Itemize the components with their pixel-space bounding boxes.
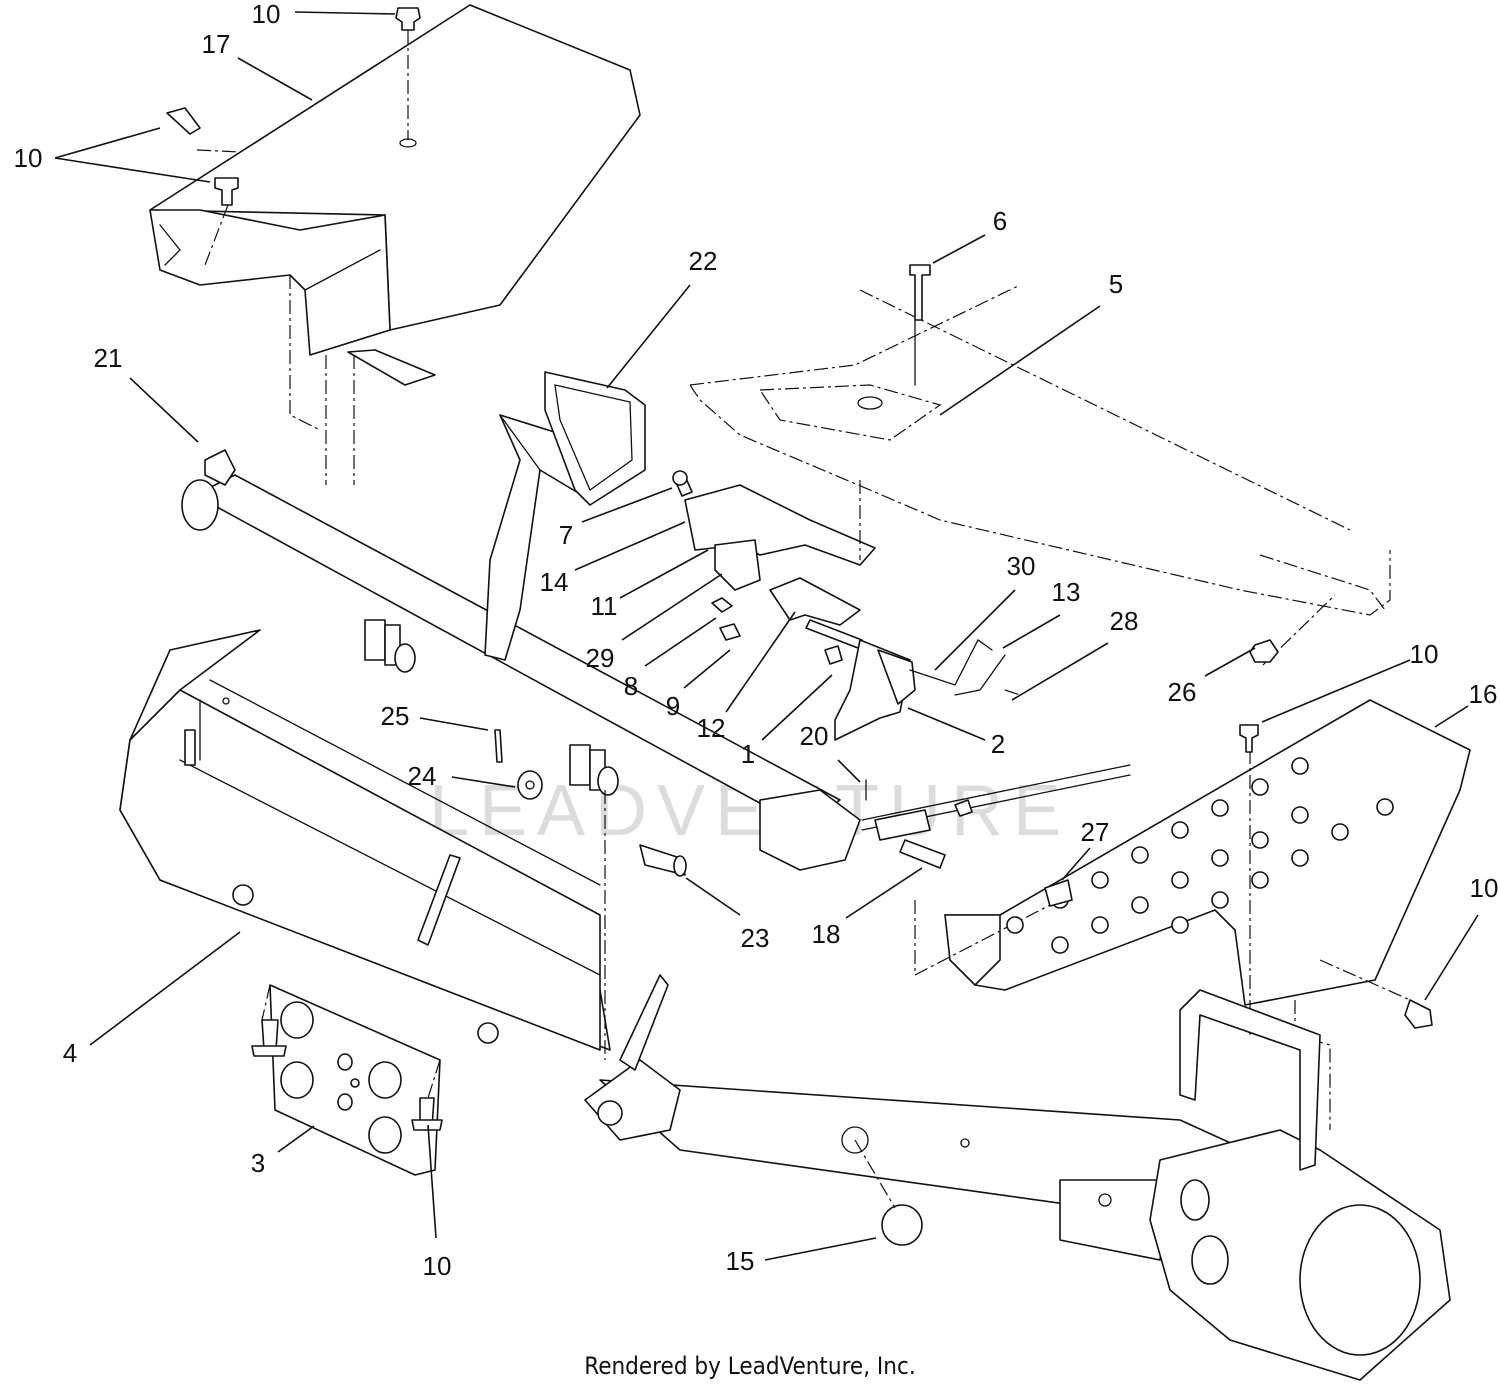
callout-16: 16 — [1469, 679, 1498, 709]
callout-24: 24 — [408, 761, 437, 791]
callout-10: 10 — [14, 143, 43, 173]
callout-5: 5 — [1109, 269, 1123, 299]
callout-30: 30 — [1007, 551, 1036, 581]
callout-25: 25 — [381, 701, 410, 731]
callout-10: 10 — [1470, 873, 1499, 903]
callout-12: 12 — [697, 713, 726, 743]
pedal-bracket — [672, 470, 1021, 741]
callout-9: 9 — [666, 691, 680, 721]
callout-21: 21 — [94, 343, 123, 373]
callout-23: 23 — [741, 923, 770, 953]
callout-14: 14 — [540, 567, 569, 597]
main-frame — [584, 974, 1451, 1381]
callout-15: 15 — [726, 1246, 755, 1276]
callout-labels: 1017102265217141129891213013282261016252… — [14, 0, 1499, 1281]
callout-10: 10 — [1410, 639, 1439, 669]
footer-credit: Rendered by LeadVenture, Inc. — [584, 1352, 916, 1380]
callout-29: 29 — [586, 643, 615, 673]
callout-4: 4 — [63, 1038, 77, 1068]
callout-11: 11 — [591, 591, 618, 621]
callout-3: 3 — [251, 1148, 265, 1178]
step-plate — [854, 699, 1471, 1246]
leader-lines — [54, 11, 1479, 1261]
callout-7: 7 — [559, 520, 573, 550]
callout-10: 10 — [252, 0, 281, 29]
mount-plate — [251, 984, 443, 1176]
callout-13: 13 — [1052, 577, 1081, 607]
callout-18: 18 — [812, 919, 841, 949]
callout-27: 27 — [1081, 817, 1110, 847]
callout-2: 2 — [991, 729, 1005, 759]
callout-28: 28 — [1110, 606, 1139, 636]
callout-22: 22 — [689, 246, 718, 276]
brake-pedal — [484, 371, 646, 661]
cross-tube — [181, 449, 861, 1060]
floor-pan-outline — [689, 264, 1391, 666]
callout-17: 17 — [202, 29, 231, 59]
linkage-rod — [494, 729, 1131, 877]
callout-1: 1 — [741, 739, 755, 769]
callout-20: 20 — [800, 721, 829, 751]
callout-26: 26 — [1168, 677, 1197, 707]
callout-6: 6 — [993, 206, 1007, 236]
bumper — [119, 629, 611, 1051]
callout-8: 8 — [624, 671, 638, 701]
callout-10: 10 — [423, 1251, 452, 1281]
rear-shroud — [149, 4, 641, 485]
